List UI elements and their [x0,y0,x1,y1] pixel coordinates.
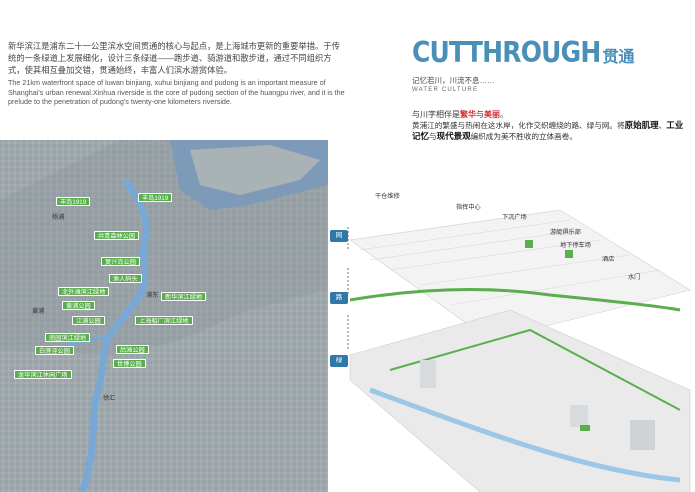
paragraph-two: 黄浦江的繁盛与热闹在这水岸，化作交织缠绕的路、绿与网。将原始肌理、工业记忆与现代… [412,120,687,142]
diagram-graphic [347,209,691,492]
map-label: 黄浦 [32,308,45,315]
map-label: 浦东 [146,292,159,299]
map-tag: 世博公园 [113,359,146,368]
map-tag: 黄浦公园 [62,301,95,310]
p2-keyword-2: 工业记忆 [412,120,684,141]
callout: 酒店 [602,256,615,263]
layer-label-path: 路 [330,292,348,304]
map-tag: 丰岛1919 [138,193,173,202]
map-label: 杨浦 [52,214,65,221]
callout: 游艇俱乐部 [550,229,581,236]
p1-mid: 与 [476,110,484,119]
p1-highlight-1: 繁华 [460,110,476,119]
p2-keyword-1: 原始肌理 [624,120,659,130]
paragraph-one: 与川字相伴是繁华与美丽。 [412,109,687,120]
map-tag: 上海船厂滨江绿地 [135,316,193,325]
map-label: 徐汇 [103,395,116,402]
p2-b: 、 [658,121,667,130]
p2-d: 编织成为美不胜收的立体画卷。 [470,132,577,141]
map-tag: 北外滩滨江绿地 [58,287,110,296]
map-tag: 后滩公园 [116,345,149,354]
map-tag: 复兴岛公园 [101,257,140,266]
map-tag: 新华滨江绿地 [161,292,207,301]
subtitle-english: WATER CULTURE [412,87,479,93]
callout: 下沉广场 [502,214,527,221]
p1-after: 。 [500,110,508,119]
intro-chinese: 新华滨江是浦东二十一公里滨水空间贯通的核心与起点，是上海城市更新的重要举措。于传… [8,41,340,75]
layer-label-net: 网 [330,230,348,242]
right-text-block: 记忆若川，川流不息…… WATER CULTURE 与川字相伴是繁华与美丽。 黄… [412,76,687,142]
map-tag: 共青森林公园 [94,231,140,240]
title-chinese: 贯通 [602,49,635,66]
callout: 指挥中心 [456,204,481,211]
map-tag: 丰岛1919 [56,197,91,206]
section-title: CUTTHROUGH 贯通 [412,38,635,68]
p1-highlight-2: 美丽 [484,110,500,119]
layer-label-green: 绿 [330,355,348,367]
map-tag: 龙华滨江休闲广场 [14,370,72,379]
callout: 地下停车场 [560,242,591,249]
map-tag: 江浦公园 [72,316,105,325]
map-tag: 白莲泾公园 [35,346,74,355]
p2-a: 黄浦江的繁盛与热闹在这水岸，化作交织缠绕的路、绿与网。将 [412,121,625,130]
satellite-map: 丰岛1919 丰岛1919 共青森林公园 复兴岛公园 渔人码头 北外滩滨江绿地 … [0,140,328,492]
map-tag: 南园滨江绿地 [45,333,91,342]
p2-c: 与 [429,132,437,141]
p2-keyword-3: 现代景观 [436,131,471,141]
map-tag: 渔人码头 [109,274,142,283]
intro-english: The 21km waterfront space of luwan binji… [8,78,345,106]
callout: 水门 [628,274,641,281]
callout: 干仓维修 [375,193,400,200]
title-english: CUTTHROUGH [412,35,601,70]
p1-before: 与川字相伴是 [412,110,460,119]
axonometric-diagram: 干仓维修 指挥中心 下沉广场 游艇俱乐部 地下停车场 酒店 水门 网 路 绿 [330,180,695,492]
subtitle-chinese: 记忆若川，川流不息…… [412,76,495,85]
intro-block: 新华滨江是浦东二十一公里滨水空间贯通的核心与起点，是上海城市更新的重要举措。于传… [8,40,348,107]
